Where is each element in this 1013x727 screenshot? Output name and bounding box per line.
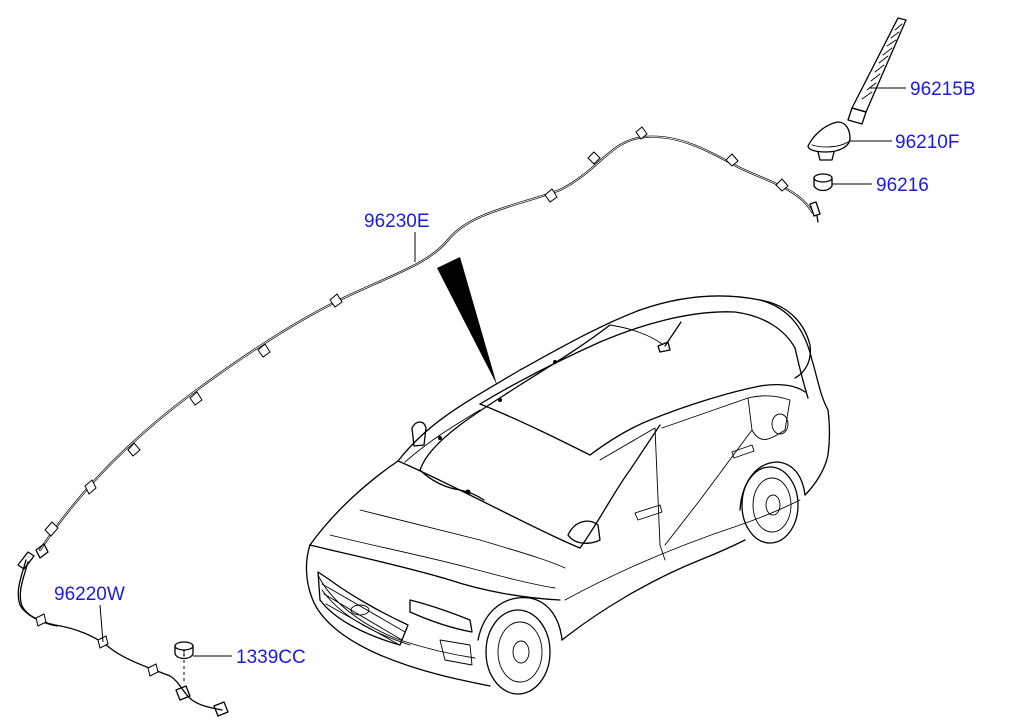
part-label-96220W[interactable]: 96220W <box>54 584 125 605</box>
part-label-96216[interactable]: 96216 <box>876 175 929 196</box>
roof-cable-drawing <box>35 126 821 559</box>
antenna-base-drawing <box>807 121 851 161</box>
grommet-nut-drawing <box>174 641 194 682</box>
part-label-96215B[interactable]: 96215B <box>910 79 976 100</box>
leader-96220W <box>99 604 104 643</box>
feeder-cable-drawing <box>17 551 229 717</box>
part-label-1339CC[interactable]: 1339CC <box>236 647 306 668</box>
detail-pointer <box>437 257 497 385</box>
car-illustration <box>305 295 831 695</box>
antenna-pole-drawing <box>847 17 907 125</box>
part-label-96210F[interactable]: 96210F <box>895 132 959 153</box>
gasket-drawing <box>813 173 833 192</box>
part-label-96230E[interactable]: 96230E <box>364 211 430 232</box>
